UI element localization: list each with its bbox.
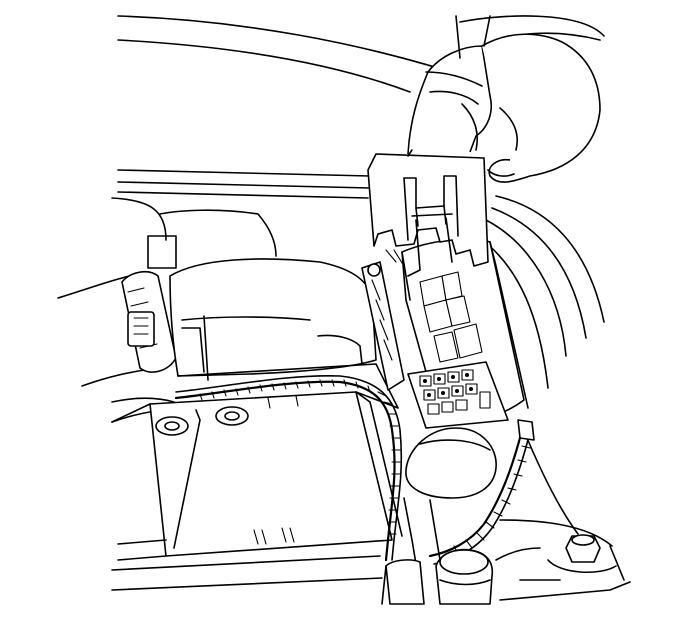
strut-tower-bolt (547, 534, 617, 574)
air-cleaner-box (111, 363, 403, 561)
hose-clamp (121, 270, 177, 373)
mounting-bracket (361, 261, 405, 391)
harness-wraps (199, 379, 401, 535)
air-cleaner-duct (169, 258, 377, 381)
fuse-block (407, 361, 509, 429)
wiring-harness (174, 374, 535, 565)
lower-frame (111, 555, 631, 601)
clamp-screw-housing (127, 311, 155, 347)
harness-clip (517, 419, 535, 441)
technician-hand (407, 15, 601, 183)
fuse-relay-center (401, 238, 529, 429)
relays (419, 271, 483, 363)
fuse-box-cover (367, 153, 489, 277)
hood-edge-lines (117, 15, 605, 199)
lower-hose-fittings (381, 547, 541, 605)
bracket-bolt (367, 263, 381, 277)
